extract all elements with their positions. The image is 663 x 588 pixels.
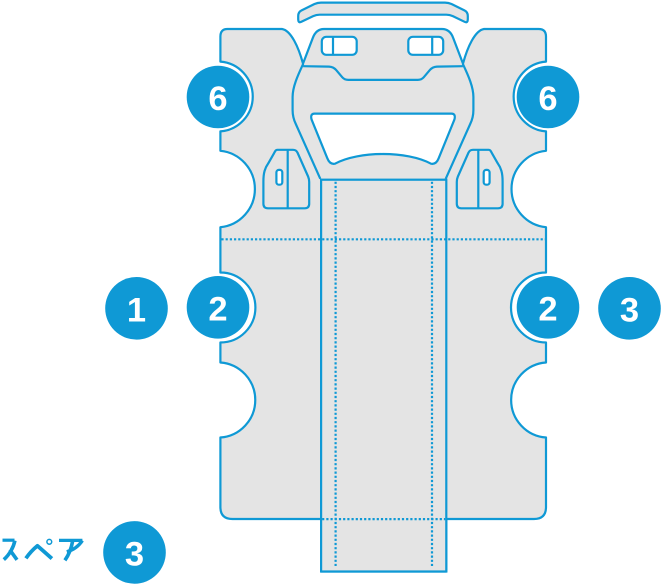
svg-text:3: 3 [125,536,144,574]
svg-text:2: 2 [538,290,557,328]
svg-text:2: 2 [208,290,227,328]
svg-text:3: 3 [620,291,639,329]
svg-text:6: 6 [538,80,557,118]
svg-text:6: 6 [208,80,227,118]
svg-text:1: 1 [127,291,146,329]
